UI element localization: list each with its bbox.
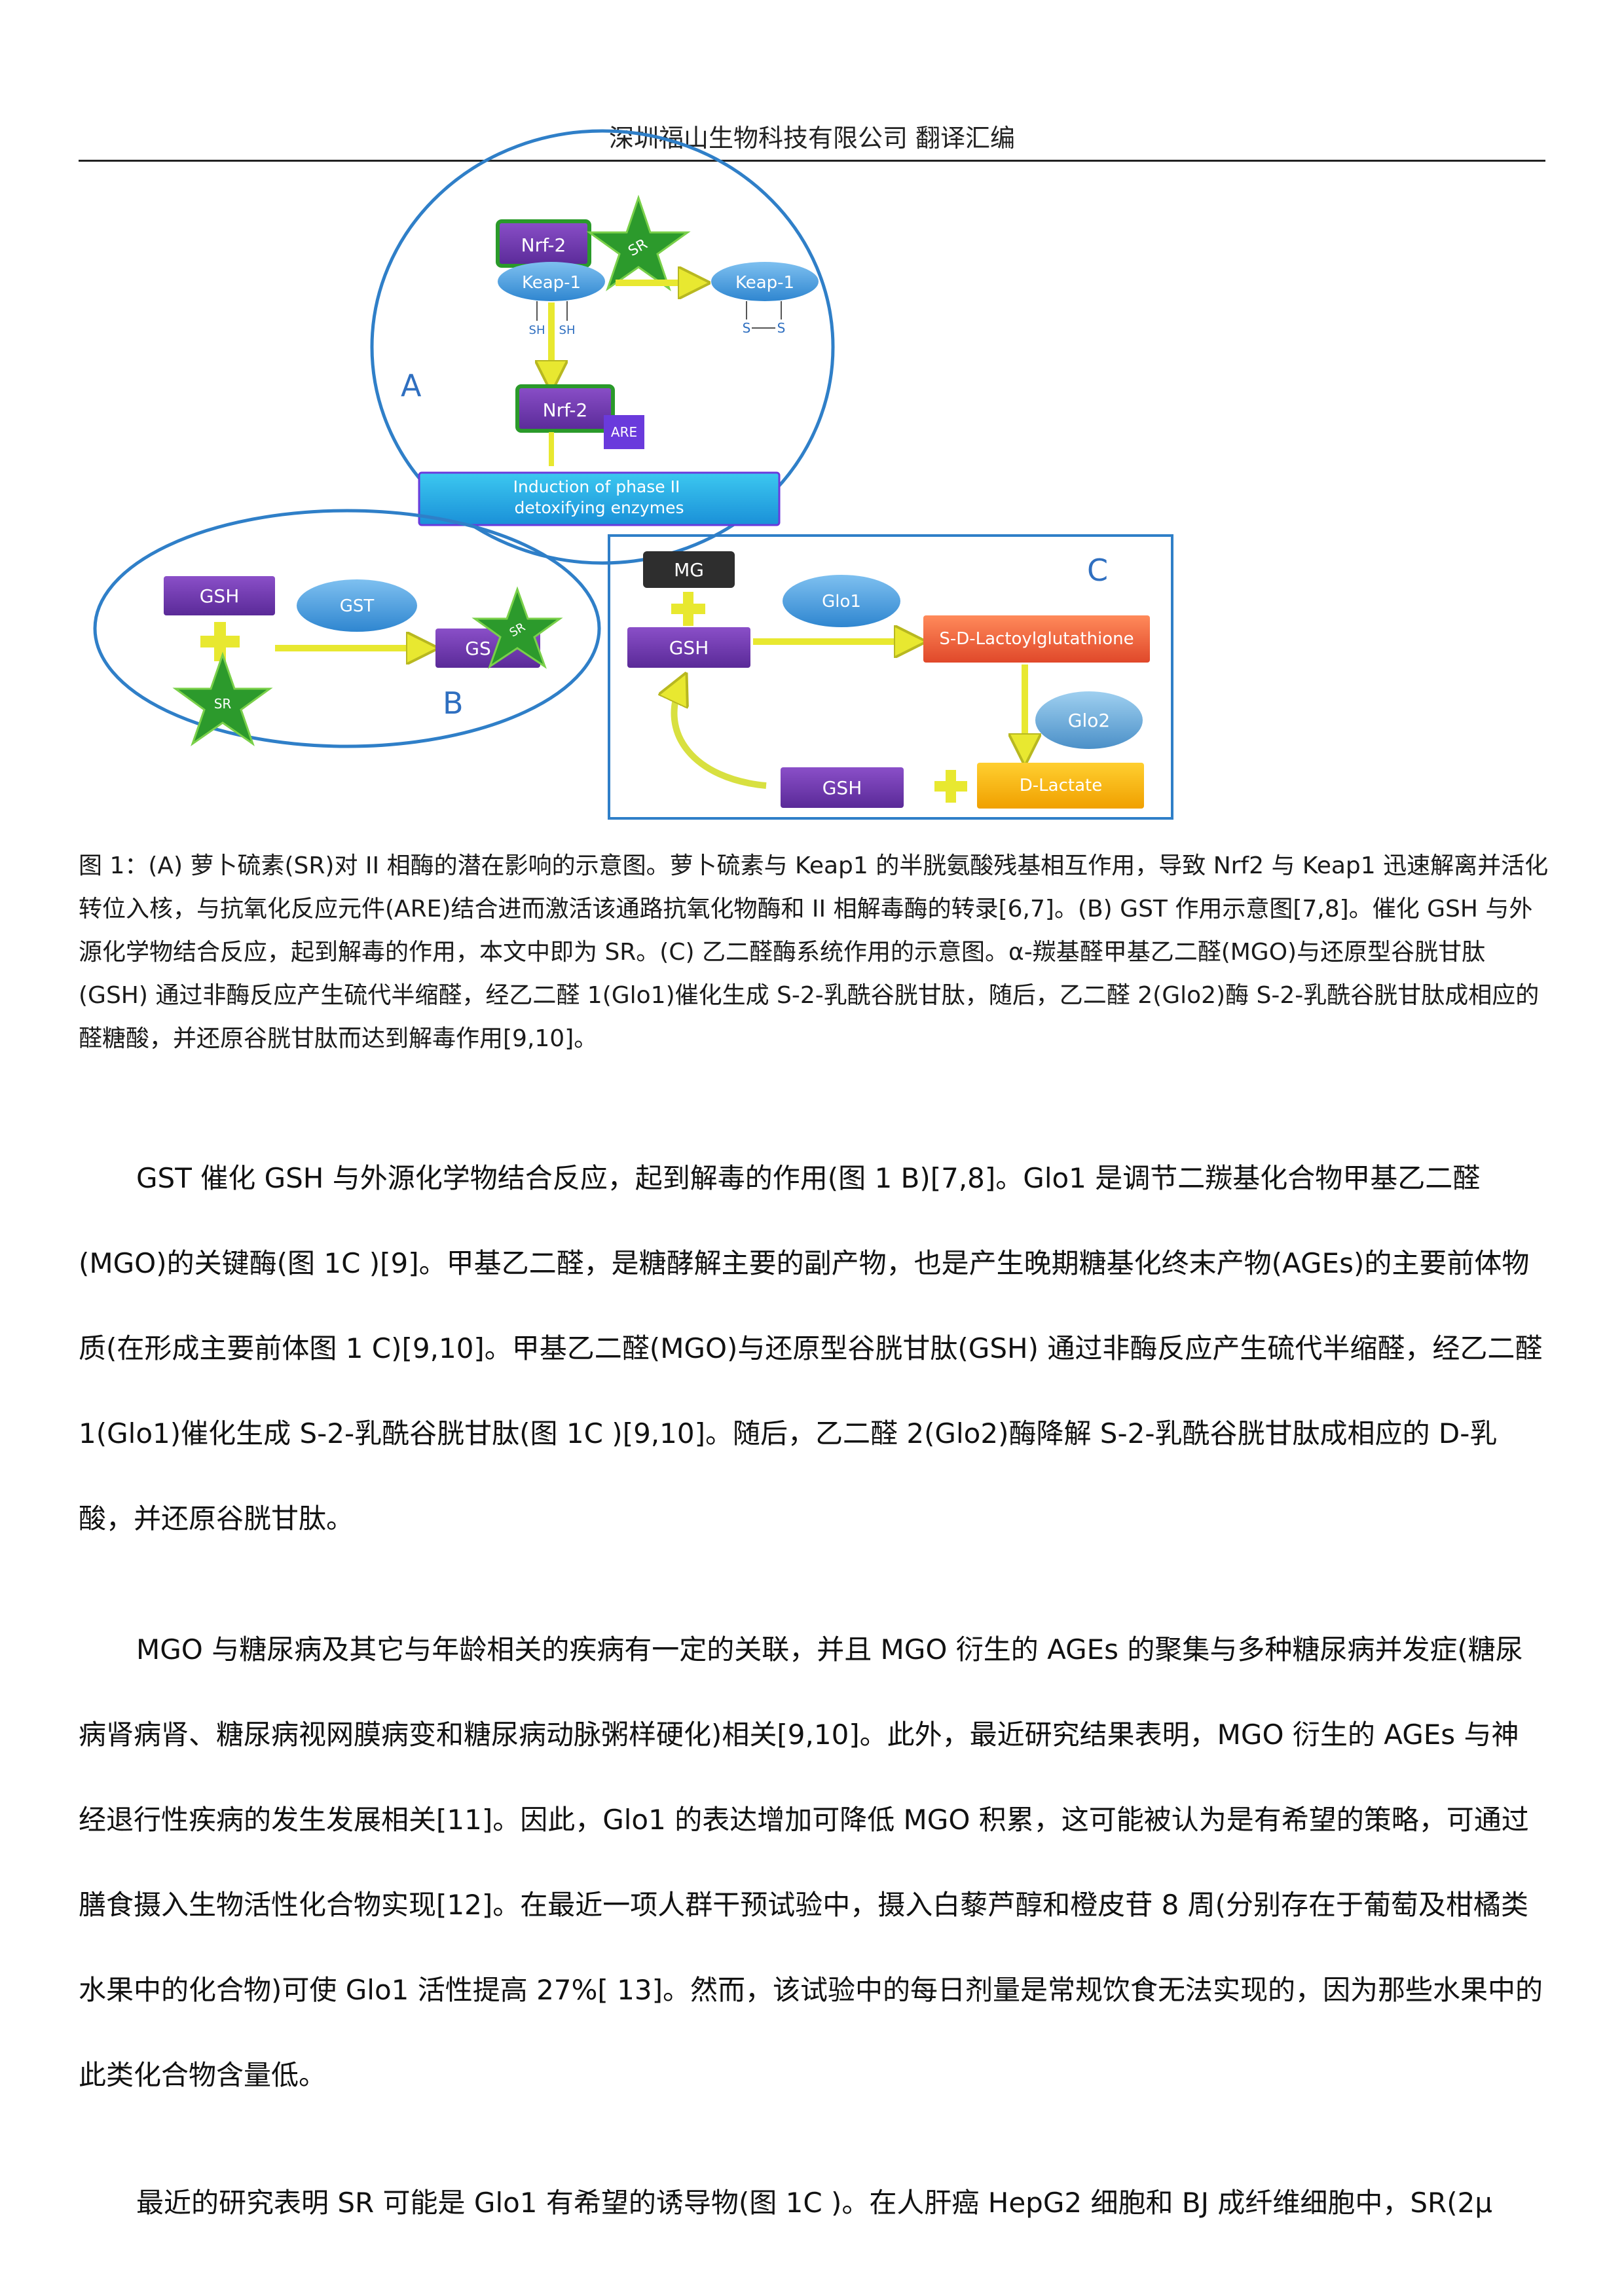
gs-product-label: GS xyxy=(465,638,490,659)
plus-b-vertical xyxy=(214,622,226,661)
plus-c-bottom-vertical xyxy=(946,770,956,803)
induction-box xyxy=(418,471,781,526)
sr-star-a xyxy=(586,194,691,291)
are-box xyxy=(604,415,644,449)
nrf2-bottom-label: Nrf-2 xyxy=(543,399,588,421)
panel-c-boundary xyxy=(608,534,1173,820)
figure-caption: 图 1：(A) 萝卜硫素(SR)对 II 相酶的潜在影响的示意图。萝卜硫素与 K… xyxy=(79,845,1549,1061)
gsh-top-box-c xyxy=(627,627,750,668)
panel-c-label: C xyxy=(1087,553,1108,588)
gst-oval xyxy=(297,579,417,632)
are-label: ARE xyxy=(611,424,637,440)
gsh-box-b xyxy=(164,576,275,615)
sr-star-b-left-label: SR xyxy=(214,696,232,712)
glo2-oval xyxy=(1035,691,1143,749)
panel-c: C MG GSH Glo1 S-D-Lactoylglutathione Glo… xyxy=(608,534,1173,820)
plus-c-top-vertical xyxy=(683,592,693,626)
sr-star-b-right xyxy=(471,586,563,669)
d-lactate-box xyxy=(977,763,1144,809)
gsh-b-label: GSH xyxy=(200,585,240,607)
plus-c-bottom-horizontal xyxy=(934,781,967,792)
header-divider xyxy=(79,160,1545,162)
gs-product-box xyxy=(435,629,540,668)
body-paragraph-2: MGO 与糖尿病及其它与年龄相关的疾病有一定的关联，并且 MGO 衍生的 AGE… xyxy=(79,1607,1545,2118)
d-lactate-label: D-Lactate xyxy=(1020,776,1102,795)
induction-label: Induction of phase II detoxifying enzyme… xyxy=(513,477,686,517)
body-paragraph-3: 最近的研究表明 SR 可能是 Glo1 有希望的诱导物(图 1C )。在人肝癌 … xyxy=(79,2160,1545,2246)
induction-label-text-line-2: detoxifying enzymes xyxy=(515,498,684,517)
keap1-left-label: Keap-1 xyxy=(522,273,581,293)
nrf2-box-top xyxy=(496,219,591,268)
glo1-oval xyxy=(783,575,900,627)
panel-b: B GSH SR GST GS SR xyxy=(93,509,601,748)
mg-box xyxy=(643,551,735,588)
panel-a-label: A xyxy=(401,368,422,403)
gsh-bottom-box-c xyxy=(781,767,904,808)
panel-a: A Nrf-2 Keap-1 SR SH SH Keap-1 S S Nrf-2… xyxy=(370,129,835,565)
lactoyl-label: S-D-Lactoylglutathione xyxy=(939,629,1134,649)
gst-label: GST xyxy=(340,596,375,616)
nrf2-top-label: Nrf-2 xyxy=(521,234,566,256)
sr-star-b-left xyxy=(172,651,273,746)
body-paragraph-3-text: 最近的研究表明 SR 可能是 Glo1 有希望的诱导物(图 1C )。在人肝癌 … xyxy=(136,2187,1493,2219)
figure-caption-text: 图 1：(A) 萝卜硫素(SR)对 II 相酶的潜在影响的示意图。萝卜硫素与 K… xyxy=(79,852,1549,1052)
s-left-label: S xyxy=(743,320,751,336)
body-paragraph-1: GST 催化 GSH 与外源化学物结合反应，起到解毒的作用(图 1 B)[7,8… xyxy=(79,1136,1545,1561)
sr-star-b-right-label: SR xyxy=(507,620,528,640)
panel-a-boundary xyxy=(370,129,835,565)
gsh-top-c-label: GSH xyxy=(669,637,709,659)
induction-label-text: Induction of phase II xyxy=(513,477,680,496)
gsh-bottom-c-label: GSH xyxy=(822,777,862,799)
page-header: 深圳福山生物科技有限公司 翻译汇编 xyxy=(608,124,1016,153)
lactoyl-box xyxy=(923,615,1150,663)
panel-b-boundary xyxy=(93,509,601,748)
keap1-right xyxy=(711,262,819,301)
nrf2-box-bottom xyxy=(515,384,615,433)
plus-c-top-horizontal xyxy=(671,604,705,614)
body-paragraph-1-text: GST 催化 GSH 与外源化学物结合反应，起到解毒的作用(图 1 B)[7,8… xyxy=(79,1162,1543,1535)
glo1-label: Glo1 xyxy=(822,592,861,611)
panel-b-label: B xyxy=(443,685,464,721)
s-right-label: S xyxy=(777,320,786,336)
plus-b-horizontal xyxy=(200,636,240,647)
keap1-right-label: Keap-1 xyxy=(735,273,794,293)
keap1-left xyxy=(498,262,605,301)
arrow-gsh-regeneration xyxy=(674,684,767,789)
mg-label: MG xyxy=(674,559,704,581)
sh-left-label: SH xyxy=(529,323,545,337)
sh-right-label: SH xyxy=(559,323,576,337)
body-paragraph-2-text: MGO 与糖尿病及其它与年龄相关的疾病有一定的关联，并且 MGO 衍生的 AGE… xyxy=(79,1633,1543,2091)
sr-star-a-label: SR xyxy=(625,236,650,260)
glo2-label: Glo2 xyxy=(1068,710,1110,731)
